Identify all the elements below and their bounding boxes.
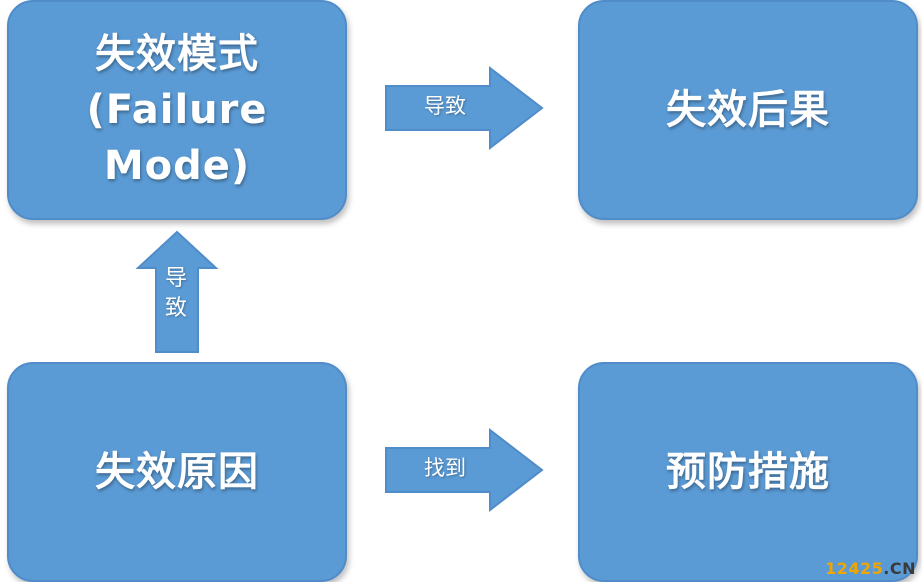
arrow-mode-to-effect: 导致 <box>385 65 544 151</box>
failure-mode-title: 失效模式 <box>95 31 259 77</box>
prevention-measures-label: 预防措施 <box>666 449 830 495</box>
right-arrow-icon <box>385 65 544 151</box>
arrow-cause-to-mode: 导致 <box>135 230 219 353</box>
up-arrow-icon <box>135 230 219 353</box>
arrow-label-cause-to-mode: 导致 <box>164 266 187 321</box>
right-arrow-icon <box>385 427 544 513</box>
failure-mode-subtitle: (Failure Mode) <box>86 87 268 189</box>
failure-cause-label: 失效原因 <box>95 449 259 495</box>
failure-effect-box: 失效后果 <box>578 0 918 220</box>
prevention-measures-box: 预防措施 <box>578 362 918 582</box>
site-watermark: 12425.CN <box>825 559 916 578</box>
arrow-cause-to-prevent: 找到 <box>385 427 544 513</box>
failure-effect-label: 失效后果 <box>666 87 830 133</box>
watermark-number: 12425 <box>825 559 884 578</box>
arrow-label-mode-to-effect: 导致 <box>424 94 466 118</box>
watermark-domain: .CN <box>883 559 916 578</box>
failure-cause-box: 失效原因 <box>7 362 347 582</box>
arrow-label-cause-to-prevent: 找到 <box>424 456 466 480</box>
failure-mode-box: 失效模式 (Failure Mode) <box>7 0 347 220</box>
